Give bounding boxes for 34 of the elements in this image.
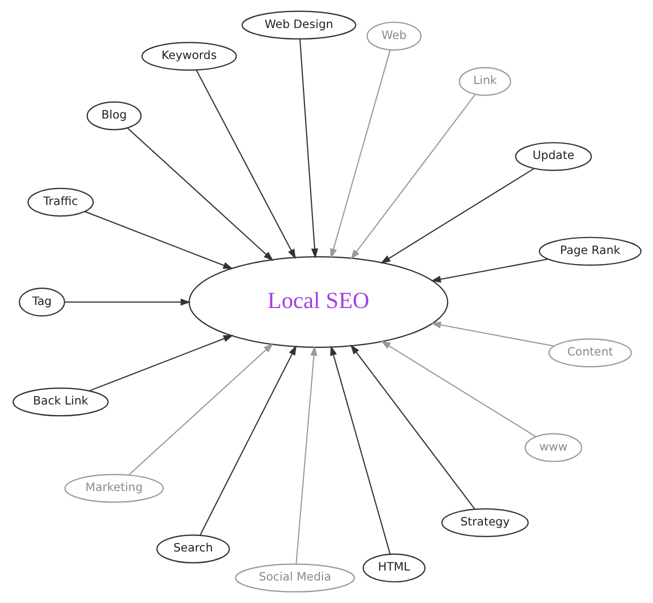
node-ellipse: Marketing bbox=[64, 474, 164, 503]
node-ellipse: Back Link bbox=[12, 387, 108, 416]
node-ellipse: Link bbox=[458, 67, 511, 96]
arrow bbox=[295, 346, 317, 564]
node-ellipse: Social Media bbox=[234, 563, 354, 592]
node-ellipse: Web bbox=[366, 22, 422, 51]
arrow bbox=[195, 70, 296, 260]
arrow bbox=[430, 322, 554, 347]
node-ellipse: Page Rank bbox=[538, 236, 642, 266]
node-ellipse: HTML bbox=[362, 554, 426, 582]
arrow bbox=[88, 334, 233, 392]
node-ellipse: Traffic bbox=[27, 188, 94, 217]
node-ellipse: Keywords bbox=[140, 42, 236, 71]
arrow bbox=[298, 39, 318, 259]
arrow bbox=[84, 211, 233, 270]
node-ellipse: Strategy bbox=[440, 508, 528, 538]
arrow bbox=[330, 345, 390, 554]
arrow bbox=[350, 344, 475, 510]
node-ellipse: Search bbox=[156, 534, 230, 564]
arrow bbox=[330, 50, 390, 259]
arrow bbox=[126, 128, 273, 262]
arrow bbox=[64, 298, 190, 306]
node-ellipse: Tag bbox=[18, 288, 65, 317]
arrow bbox=[350, 94, 476, 260]
arrow bbox=[380, 340, 536, 438]
node-ellipse: Content bbox=[548, 338, 632, 368]
arrow bbox=[199, 345, 296, 536]
node-ellipse: www bbox=[524, 433, 582, 462]
arrow bbox=[128, 343, 273, 476]
node-ellipse: Web Design bbox=[241, 10, 356, 40]
arrow bbox=[430, 258, 548, 283]
node-ellipse: Update bbox=[514, 142, 592, 171]
node-ellipse: Blog bbox=[86, 101, 142, 130]
arrow bbox=[380, 168, 534, 264]
